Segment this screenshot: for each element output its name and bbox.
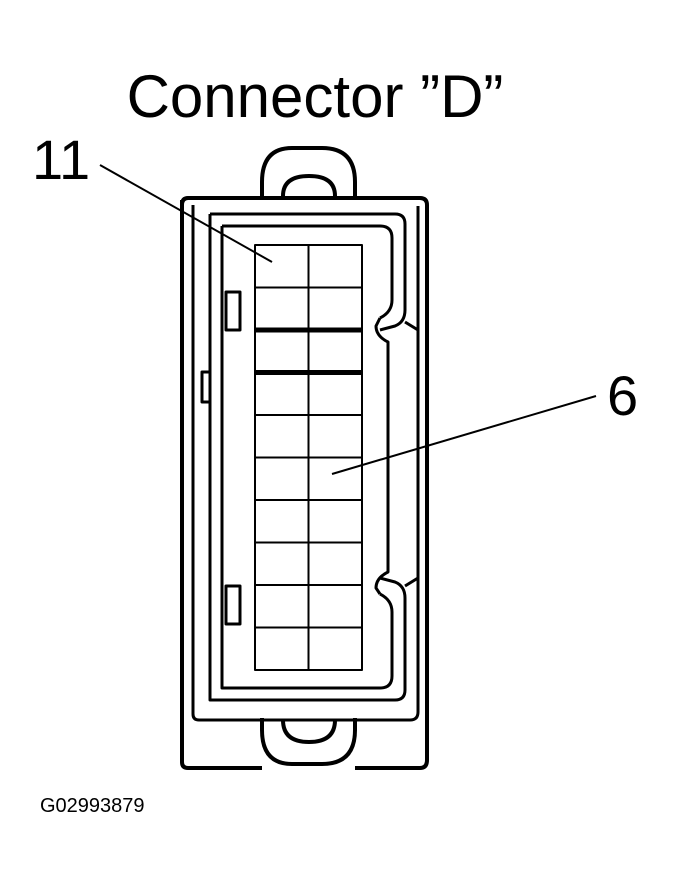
terminal-cavity	[254, 414, 310, 459]
terminal-cavity	[254, 456, 310, 501]
leader-line-6	[331, 395, 597, 475]
terminal-cavity	[254, 329, 310, 374]
terminal-cavity	[307, 456, 363, 501]
terminal-cavity	[307, 626, 363, 671]
callout-pin-6: 6	[607, 364, 639, 427]
leader-line-11	[99, 164, 273, 263]
terminal-cavity	[254, 244, 310, 289]
terminal-cavity	[254, 626, 310, 671]
figure-id: G02993879	[40, 795, 145, 817]
terminal-cavity	[254, 584, 310, 629]
terminal-cavity	[307, 244, 363, 289]
terminal-cavity	[307, 329, 363, 374]
terminal-cavity	[254, 371, 310, 416]
terminal-cavity	[254, 499, 310, 544]
terminal-cavity	[307, 499, 363, 544]
bottom-mounting-lug	[260, 718, 357, 766]
terminal-grid	[254, 244, 363, 671]
terminal-cavity	[307, 541, 363, 586]
terminal-cavity	[254, 286, 310, 331]
callout-pin-11: 11	[32, 128, 91, 191]
connector-housing	[180, 196, 429, 770]
terminal-cavity	[254, 541, 310, 586]
diagram-title: Connector ”D”	[126, 63, 504, 130]
top-mounting-lug	[260, 146, 357, 198]
terminal-cavity	[307, 584, 363, 629]
terminal-cavity	[307, 414, 363, 459]
terminal-cavity	[307, 371, 363, 416]
terminal-cavity	[307, 286, 363, 331]
